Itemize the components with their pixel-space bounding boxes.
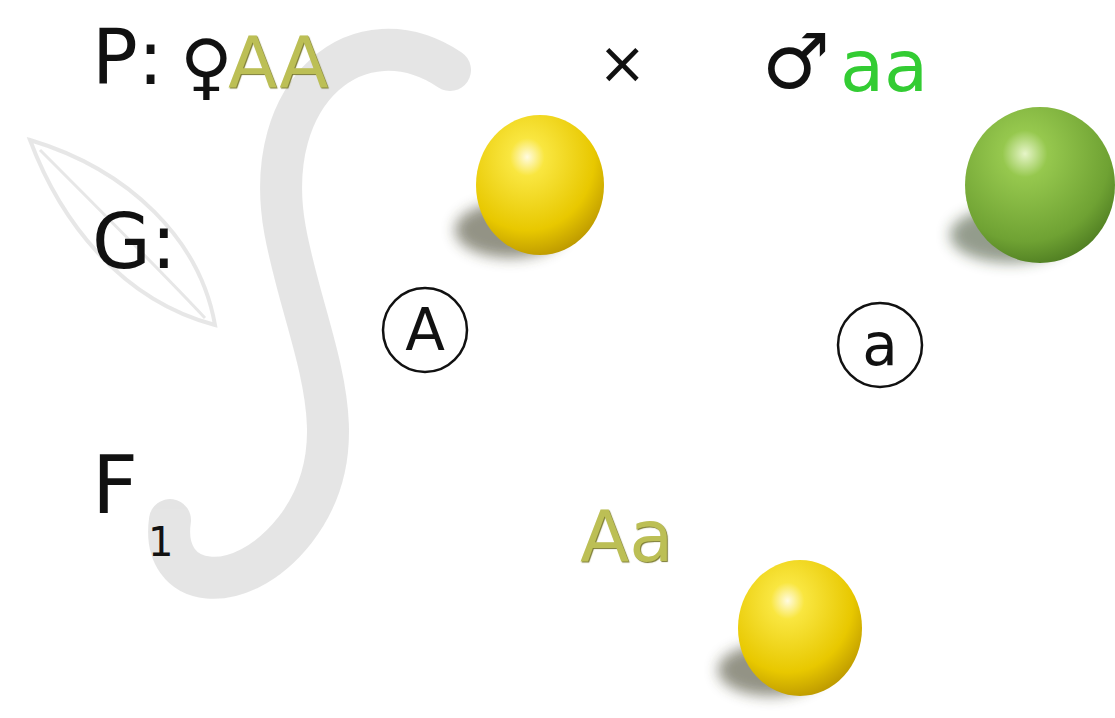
male-symbol: ♂ <box>762 24 830 100</box>
generation-label: F <box>92 446 138 526</box>
allele-letter: A <box>405 301 445 359</box>
yellow-pea <box>718 560 862 696</box>
female-symbol: ♀ <box>180 30 233 102</box>
genotype: AA <box>228 26 329 98</box>
yellow-pea <box>455 115 604 258</box>
gamete-circle: A <box>381 286 469 374</box>
generation-label: P: <box>92 20 163 96</box>
subscript-number: 1 <box>148 522 173 562</box>
genotype: aa <box>840 30 928 102</box>
generation-label: G: <box>92 204 177 280</box>
circle-outline <box>838 303 922 387</box>
cross-sign: × <box>598 34 647 92</box>
circle-outline <box>383 288 467 372</box>
green-pea <box>950 107 1115 263</box>
allele-letter: a <box>862 316 898 374</box>
gamete-circle: a <box>836 301 924 389</box>
genotype: Aa <box>580 500 673 572</box>
